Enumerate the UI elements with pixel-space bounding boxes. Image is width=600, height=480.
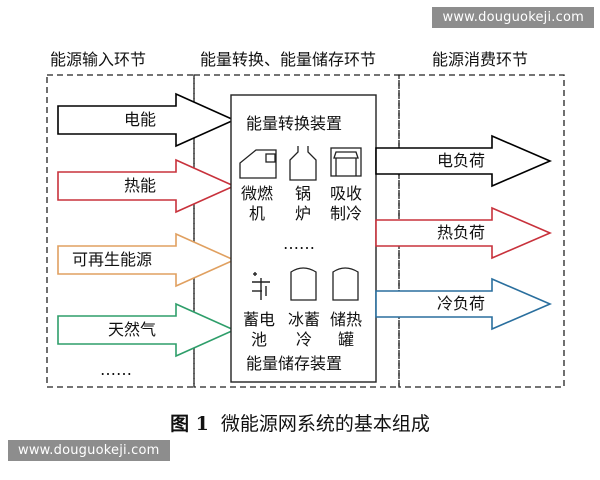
output-label-heat: 热负荷 — [437, 223, 486, 242]
devices-ellipsis: …… — [283, 234, 315, 253]
device-absorption-chiller: 吸收 制冷 — [329, 184, 362, 223]
device-battery: 蓄电 池 — [242, 310, 275, 349]
input-label-renewable: 可再生能源 — [72, 250, 153, 269]
figure-number: 图 1 — [170, 413, 209, 435]
battery-icon — [252, 272, 270, 300]
micro-turbine-icon — [239, 149, 277, 179]
conversion-device-box — [230, 94, 377, 383]
input-label-electric: 电能 — [124, 110, 157, 129]
storage-title: 能量储存装置 — [246, 354, 343, 373]
output-label-electric: 电负荷 — [437, 151, 486, 170]
input-arrow-gas — [57, 302, 236, 358]
output-arrow-electric — [375, 134, 553, 188]
input-label-heat: 热能 — [124, 176, 157, 195]
input-label-more: …… — [100, 360, 132, 379]
device-boiler: 锅 炉 — [294, 184, 311, 223]
watermark-top: www.douguokeji.com — [432, 7, 594, 28]
figure-caption-text: 微能源网系统的基本组成 — [220, 413, 430, 435]
device-ice-storage: 冰蓄 冷 — [287, 310, 320, 349]
output-arrow-heat — [375, 206, 553, 260]
input-arrow-electric — [57, 92, 236, 148]
absorption-chiller-icon — [330, 147, 362, 177]
section-title-consumption: 能源消费环节 — [432, 50, 529, 69]
input-arrow-renewable — [57, 232, 236, 288]
output-arrow-cooling — [375, 277, 553, 331]
input-label-gas: 天然气 — [108, 320, 157, 339]
device-heat-storage: 储热 罐 — [329, 310, 362, 349]
ice-storage-icon — [290, 267, 317, 301]
watermark-bottom: www.douguokeji.com — [8, 440, 170, 461]
section-title-input: 能源输入环节 — [50, 50, 147, 69]
figure-caption: 图 1 微能源网系统的基本组成 — [0, 409, 600, 436]
input-section-box — [46, 74, 195, 388]
output-label-cooling: 冷负荷 — [437, 294, 486, 313]
boiler-icon — [289, 146, 317, 181]
consumption-section-box — [398, 74, 565, 388]
heat-storage-tank-icon — [332, 267, 359, 301]
input-arrow-heat — [57, 158, 236, 214]
conversion-title: 能量转换装置 — [246, 114, 343, 133]
section-title-conversion: 能量转换、能量储存环节 — [200, 50, 377, 69]
device-micro-turbine: 微燃 机 — [240, 184, 273, 223]
